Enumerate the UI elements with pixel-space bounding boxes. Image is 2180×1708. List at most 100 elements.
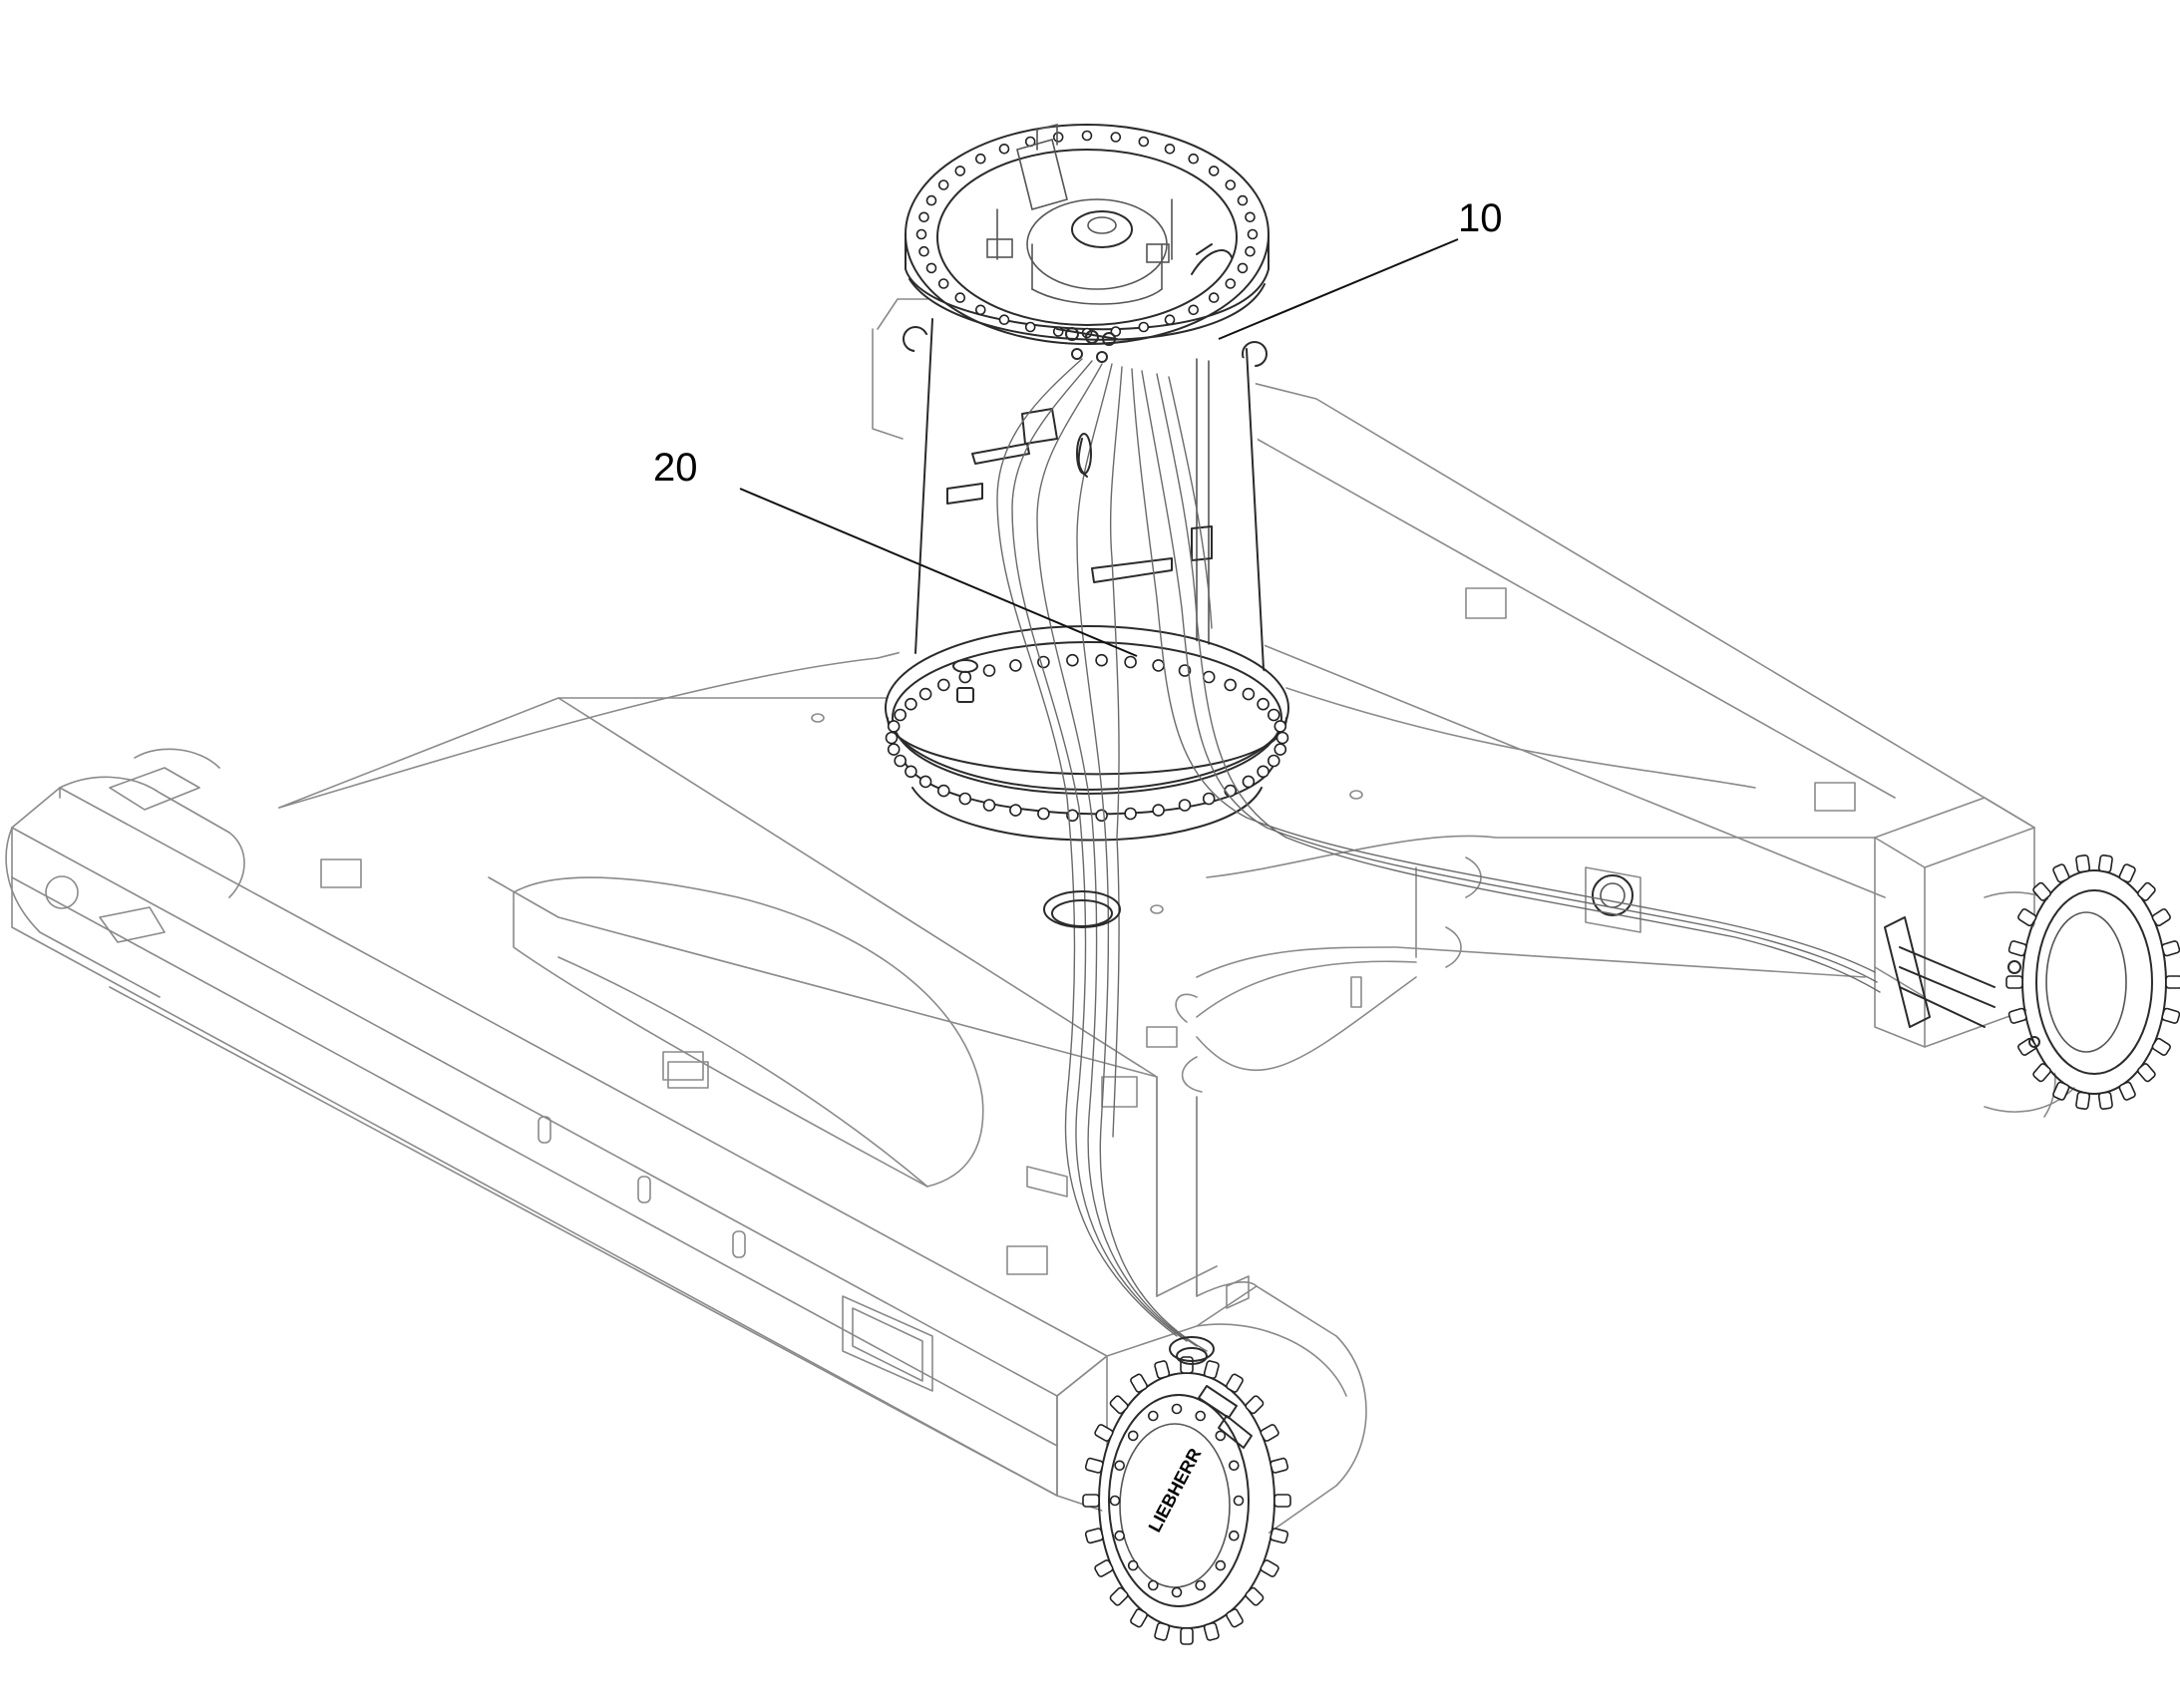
- bolt: [915, 228, 927, 240]
- sprocket-tooth: [2137, 881, 2156, 901]
- bolt: [1009, 804, 1022, 817]
- sprocket-tooth: [2097, 854, 2113, 873]
- sprocket-teeth: [2005, 854, 2180, 1110]
- hub-bolts: [1109, 1403, 1245, 1598]
- sprocket-tooth: [1130, 1608, 1148, 1628]
- bolt: [1195, 1410, 1206, 1422]
- sprocket-tooth: [2151, 1037, 2171, 1056]
- bolt: [1215, 1430, 1227, 1442]
- sprocket-tooth: [1094, 1559, 1114, 1577]
- left-track-frame: [5, 748, 1108, 1497]
- bolt: [1009, 659, 1022, 672]
- slew-ring-bolts: [885, 653, 1289, 823]
- sprocket-tooth: [2118, 863, 2136, 883]
- sprocket-tooth: [2137, 1063, 2156, 1083]
- bolt: [1237, 262, 1249, 274]
- sprocket-tooth: [2005, 975, 2023, 989]
- column-housing: [872, 123, 1289, 842]
- sprocket-tooth: [2007, 1007, 2027, 1024]
- sprocket-tooth: [1203, 1360, 1220, 1380]
- bolt: [1148, 1410, 1159, 1422]
- bolt: [1127, 1430, 1139, 1442]
- bolt: [905, 697, 917, 711]
- sprocket-tooth: [2097, 1091, 2113, 1110]
- sprocket-tooth: [1270, 1457, 1289, 1474]
- bolt: [925, 262, 937, 274]
- central-carbody: [278, 378, 2035, 1297]
- sprocket-tooth: [1226, 1608, 1244, 1628]
- sprocket-tooth: [1154, 1360, 1171, 1380]
- bolt: [1208, 292, 1220, 303]
- sprocket-tooth: [1260, 1559, 1279, 1577]
- bolt: [1110, 132, 1122, 143]
- right-sprocket: [2005, 854, 2180, 1110]
- sprocket-tooth: [1245, 1586, 1265, 1606]
- bolt: [1245, 245, 1256, 257]
- bolt: [1233, 1495, 1245, 1507]
- bolt: [1066, 653, 1079, 667]
- bolt: [1268, 708, 1280, 722]
- bolt: [894, 708, 908, 722]
- bolt: [905, 765, 917, 779]
- bolt: [1242, 775, 1256, 789]
- bolt: [1114, 1460, 1125, 1472]
- bolt: [1237, 194, 1249, 206]
- sprocket-tooth: [2118, 1081, 2136, 1101]
- bolt: [1037, 655, 1050, 669]
- bolt: [1148, 1579, 1159, 1591]
- bolt: [1152, 804, 1165, 817]
- bolt: [1164, 144, 1176, 155]
- bolt: [1268, 754, 1280, 768]
- sprocket-tooth: [1203, 1621, 1220, 1641]
- bolt: [1127, 1559, 1139, 1571]
- bolt: [936, 678, 950, 692]
- sprocket-tooth: [2052, 863, 2070, 883]
- reference-numeral-10: 10: [1458, 196, 1503, 240]
- bolt: [954, 292, 966, 303]
- bolt: [1195, 1579, 1206, 1591]
- bottom-track-end: [1056, 1096, 1367, 1556]
- bolt: [1229, 1460, 1240, 1472]
- flange-bolts: [915, 130, 1259, 339]
- bolt: [1037, 807, 1050, 821]
- sprocket-tooth: [1082, 1494, 1100, 1508]
- reference-callouts: 10 20: [653, 196, 1503, 657]
- bolt: [894, 754, 908, 768]
- sprocket-tooth: [1260, 1424, 1279, 1442]
- bolt: [1225, 179, 1237, 190]
- bolt: [1229, 1530, 1240, 1541]
- bottom-sprocket: LIEBHERR: [1082, 1356, 1291, 1645]
- bolt: [1066, 809, 1079, 823]
- bolt: [1275, 731, 1289, 745]
- sprocket-tooth: [2161, 1007, 2180, 1024]
- bolt: [1208, 166, 1220, 176]
- bolt: [1257, 697, 1270, 711]
- bolt: [1124, 655, 1137, 669]
- bolt: [1171, 1586, 1183, 1598]
- sprocket-tooth: [1270, 1528, 1289, 1544]
- bolt: [1202, 792, 1216, 806]
- bolt: [1114, 1530, 1125, 1541]
- sprocket-tooth: [1180, 1627, 1194, 1645]
- bolt: [937, 278, 949, 289]
- bolt: [1095, 653, 1108, 667]
- leader-line-10: [1218, 238, 1459, 340]
- bolt: [937, 179, 949, 190]
- bolt: [1124, 807, 1137, 821]
- sprocket-tooth: [1109, 1395, 1129, 1415]
- bolt: [887, 720, 901, 733]
- sprocket-tooth: [2075, 854, 2091, 873]
- bolt: [918, 211, 929, 223]
- sprocket-tooth: [1245, 1395, 1265, 1415]
- leader-line-20: [739, 488, 1138, 657]
- sprocket-tooth: [1273, 1494, 1291, 1508]
- bolt: [974, 153, 986, 165]
- bolt: [1215, 1559, 1227, 1571]
- sprocket-tooth: [1109, 1586, 1129, 1606]
- sprocket-tooth: [2052, 1081, 2070, 1101]
- bolt: [1095, 809, 1108, 823]
- hose-bundle: [996, 358, 2040, 1449]
- bolt: [925, 194, 937, 206]
- bolt: [1138, 136, 1150, 148]
- bolt: [958, 670, 972, 684]
